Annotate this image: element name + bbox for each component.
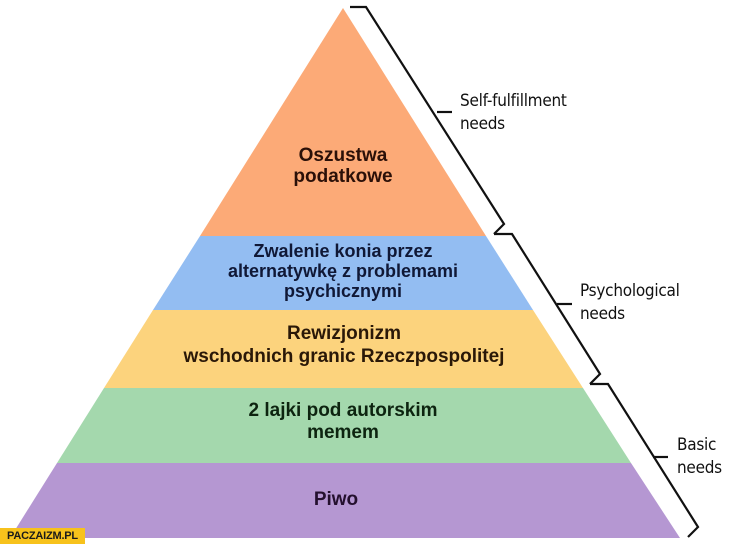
level-label-line: Piwo (313, 489, 359, 510)
level-label-line: psychicznymi (283, 281, 403, 301)
bracket-label-line: Self-fulfillment (460, 91, 567, 111)
level-label-line: podatkowe (293, 166, 393, 187)
self-fulfillment-bracket (350, 5, 506, 235)
bracket-label-psychological: Psychological needs (580, 280, 680, 326)
bracket-label-line: needs (677, 458, 722, 478)
level-label-line: 2 lajki pod autorskim (248, 400, 438, 421)
pyramid-level-psychological-upper (153, 236, 533, 310)
bracket-label-line: Psychological (580, 281, 680, 301)
bracket-label-line: needs (580, 304, 625, 324)
level-label-psychological-upper: Zwalenie konia przez alternatywkę z prob… (228, 241, 458, 301)
bracket-label-basic: Basic needs (677, 434, 722, 480)
bracket-label-self-fulfillment: Self-fulfillment needs (460, 90, 567, 136)
level-label-self-fulfillment: Oszustwa podatkowe (293, 145, 392, 187)
level-label-line: memem (307, 422, 379, 443)
bracket-label-line: Basic (677, 435, 717, 455)
level-label-psychological-lower: Rewizjonizm wschodnich granic Rzeczpospo… (184, 322, 505, 368)
level-label-line: Rewizjonizm (286, 323, 402, 344)
basic-bracket (590, 382, 700, 538)
level-label-line: Oszustwa (298, 145, 388, 166)
pyramid-level-psychological-lower (104, 310, 583, 388)
level-label-line: Zwalenie konia przez (253, 241, 433, 261)
psychological-bracket (494, 232, 602, 385)
level-label-basic-upper: 2 lajki pod autorskim memem (249, 400, 438, 444)
level-label-basic-lower: Piwo (314, 489, 358, 510)
pyramid-level-basic-upper (57, 388, 631, 463)
level-label-line: alternatywkę z problemami (227, 261, 459, 281)
level-label-line: wschodnich granic Rzeczpospolitej (183, 346, 505, 367)
pyramid-level-basic-lower (10, 463, 680, 538)
watermark-badge: PACZAIZM.PL (0, 528, 85, 544)
bracket-label-line: needs (460, 114, 505, 134)
pyramid-level-self-fulfillment (200, 8, 486, 236)
